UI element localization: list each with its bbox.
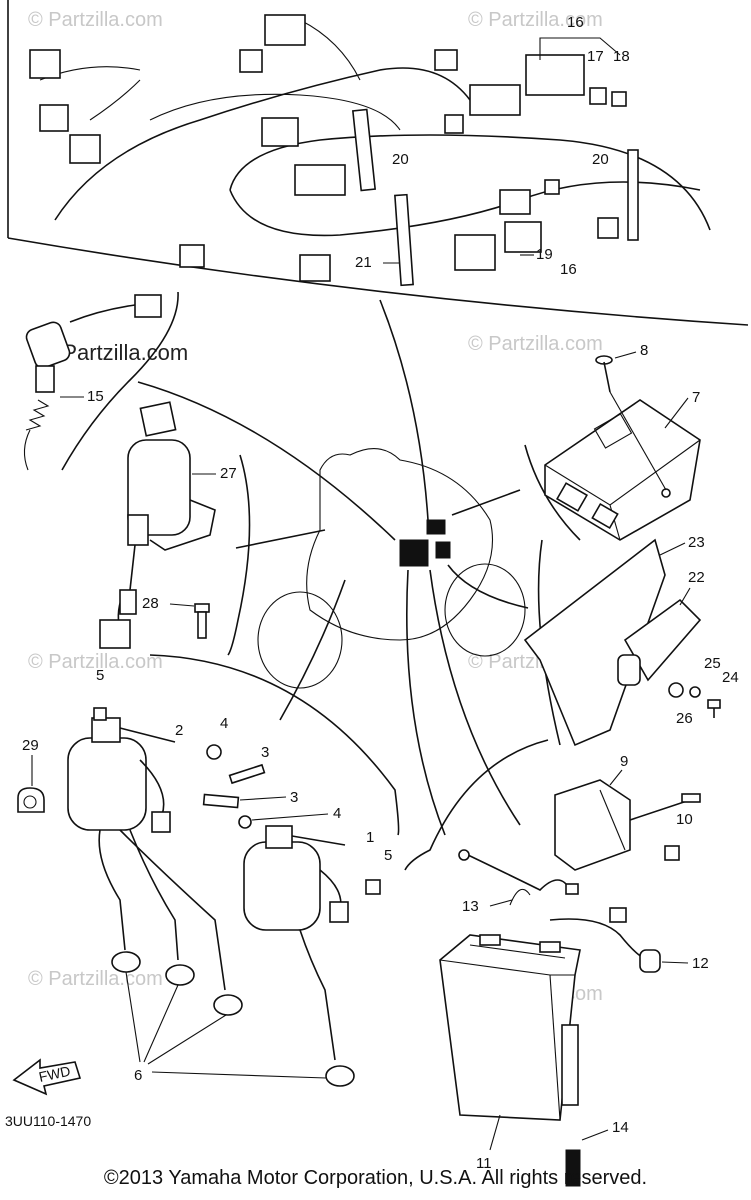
part-1-ignition-coil [243, 825, 349, 931]
callout-5: 5 [384, 847, 392, 864]
part-4-washer [238, 815, 252, 829]
callout-20: 20 [592, 151, 609, 168]
fwd-label: FWD [37, 1063, 72, 1085]
part-9-relay [554, 779, 701, 871]
part-29-clip [17, 787, 45, 813]
fuse-box [525, 54, 585, 96]
harness-connector [469, 84, 521, 116]
part-24-25-26-fasteners [668, 682, 721, 718]
harness-connector [29, 49, 61, 79]
relay [504, 221, 542, 253]
callout-1: 1 [366, 829, 374, 846]
callout-10: 10 [676, 811, 693, 828]
center-component [435, 541, 451, 559]
callout-21: 21 [355, 254, 372, 271]
callout-2: 2 [175, 722, 183, 739]
harness-connector [597, 217, 619, 239]
watermark-mid-right: © Partzilla.com [468, 333, 603, 355]
harness-connector [434, 49, 458, 71]
callout-14: 14 [612, 1119, 629, 1136]
harness-connector [261, 117, 299, 147]
part-22-unit [617, 598, 702, 686]
callout-13: 13 [462, 898, 479, 915]
copyright-notice: ©2013 Yamaha Motor Corporation, U.S.A. A… [103, 1167, 648, 1189]
part-27-main-switch [99, 401, 216, 649]
callout-15: 15 [87, 388, 104, 405]
fwd-arrow: FWD [12, 1058, 82, 1096]
callout-4: 4 [333, 805, 341, 822]
fuse [589, 87, 607, 105]
part-10-nut [664, 845, 680, 861]
part-11-battery [439, 934, 581, 1121]
callout-26: 26 [676, 710, 693, 727]
harness-connector [264, 14, 306, 46]
part-5-nut [365, 879, 381, 895]
callout-19: 19 [536, 246, 553, 263]
center-component [399, 539, 429, 567]
callout-16: 16 [567, 14, 584, 31]
callout-3: 3 [261, 744, 269, 761]
part-4-washer [206, 744, 222, 760]
watermark-top-right: © Partzilla.com [468, 9, 603, 31]
callout-28: 28 [142, 595, 159, 612]
part-14-tube [561, 1024, 581, 1187]
part-28-bolt [194, 603, 210, 639]
part-23-bracket [523, 538, 666, 747]
harness-connector [179, 244, 205, 268]
callout-17: 17 [587, 48, 604, 65]
diagram-code: 3UU110-1470 [5, 1113, 91, 1129]
callout-22: 22 [688, 569, 705, 586]
cable-tie [394, 193, 414, 287]
harness-connector [444, 114, 464, 134]
callout-5: 5 [96, 667, 104, 684]
part-7-control-unit [544, 399, 701, 541]
callout-8: 8 [640, 342, 648, 359]
cable-tie [351, 108, 377, 192]
callout-11: 11 [476, 1155, 492, 1172]
callout-9: 9 [620, 753, 628, 770]
watermark-top-left: © Partzilla.com [28, 9, 163, 31]
callout-12: 12 [692, 955, 709, 972]
part-15-switch [23, 294, 162, 471]
callout-7: 7 [692, 389, 700, 406]
callout-27: 27 [220, 465, 237, 482]
callout-16: 16 [560, 261, 577, 278]
part-13-cable [458, 849, 579, 906]
callout-25: 25 [704, 655, 721, 672]
harness-connector [69, 134, 101, 164]
part-3-bolt [228, 763, 266, 785]
callout-4: 4 [220, 715, 228, 732]
watermark-left: © Partzilla.com [28, 651, 163, 673]
part-5-nut [93, 707, 107, 721]
part-12-cable [549, 907, 661, 973]
fuse [611, 91, 627, 107]
callout-20: 20 [392, 151, 409, 168]
callout-6: 6 [134, 1067, 142, 1084]
part-3-bolt [202, 793, 240, 809]
watermark-bottom-left: © Partzilla.com [28, 968, 163, 990]
harness-connector [239, 49, 263, 73]
harness-connector [544, 179, 560, 195]
callout-3: 3 [290, 789, 298, 806]
callout-24: 24 [722, 669, 739, 686]
harness-connector [39, 104, 69, 132]
callout-29: 29 [22, 737, 39, 754]
cable-tie [627, 149, 639, 241]
wire-harness-group [7, 0, 749, 326]
harness-connector [299, 254, 331, 282]
callout-18: 18 [613, 48, 630, 65]
harness-connector [499, 189, 531, 215]
part-6-plug-leads [98, 829, 355, 1087]
part-2-ignition-coil [67, 717, 176, 833]
motorcycle-outline [257, 448, 526, 689]
callout-23: 23 [688, 534, 705, 551]
part-8-screw [595, 355, 613, 393]
center-component [426, 519, 446, 535]
relay [454, 234, 496, 271]
harness-connector [294, 164, 346, 196]
